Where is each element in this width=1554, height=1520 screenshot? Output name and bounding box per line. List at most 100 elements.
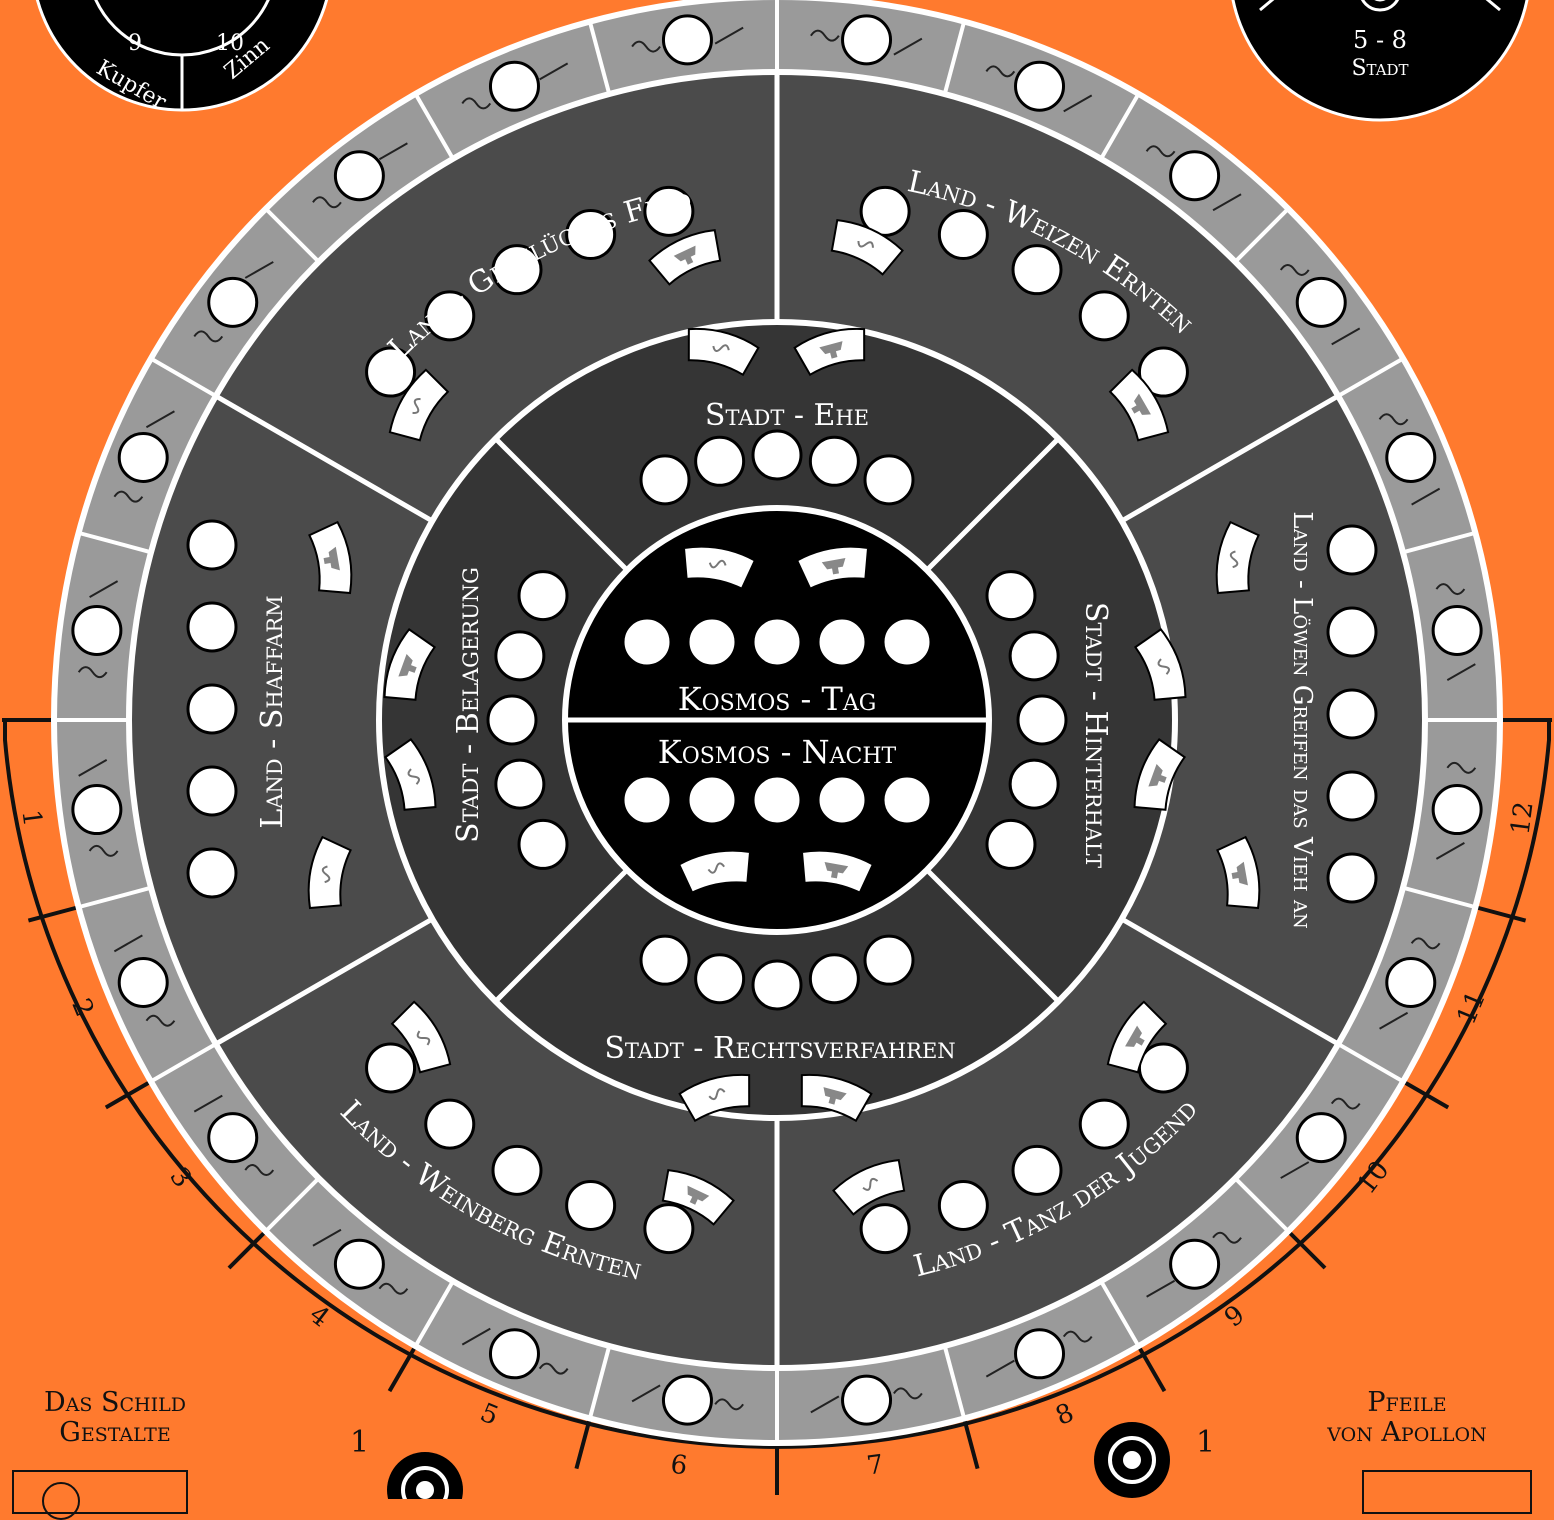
stadt-ehe-space[interactable] [753,431,801,479]
bottom-marker-right: 1 [1094,1422,1215,1498]
outer-track-space[interactable] [1297,1114,1345,1162]
outer-track-space[interactable] [335,152,383,200]
outer-track-space[interactable] [1171,1240,1219,1288]
land-loewen-label: Land - Löwen Greifen das Vieh an [1287,511,1317,928]
bottom-marker-left-label: 1 [350,1425,369,1460]
track-tick [576,1418,589,1468]
land-weinberg-space[interactable] [493,1146,541,1194]
stadt-rechtsverfahren-space[interactable] [753,961,801,1009]
stadt-rechtsverfahren-space[interactable] [696,955,744,1003]
stadt-belagerung-space[interactable] [488,696,536,744]
stadt-wheel-range: 5 - 8 [1353,26,1407,54]
track-tick [1139,1346,1165,1391]
land-weinberg-space[interactable] [367,1044,415,1092]
land-weizen-space[interactable] [1080,292,1128,340]
stadt-ehe-space[interactable] [865,456,913,504]
land-loewen-space[interactable] [1328,854,1376,902]
outer-track-space[interactable] [73,786,121,834]
outer-track-space[interactable] [73,606,121,654]
stadt-hinterhalt-space[interactable] [1010,632,1058,680]
outer-track-space[interactable] [1433,606,1481,654]
land-weinberg-space[interactable] [426,1100,474,1148]
kosmos-day-space[interactable] [883,618,931,666]
stadt-hinterhalt-space[interactable] [1010,760,1058,808]
outer-track-space[interactable] [209,278,257,326]
stadt-ehe-space[interactable] [810,437,858,485]
shield-title-line2: Gestalte [0,1418,230,1448]
land-weizen-space[interactable] [1013,246,1061,294]
land-loewen-space[interactable] [1328,608,1376,656]
stadt-ehe-space[interactable] [641,456,689,504]
land-loewen-space[interactable] [1328,526,1376,574]
round-track-label: 6 [669,1450,689,1482]
kosmos-day-label: Kosmos - Tag [678,680,877,718]
land-tanz-space[interactable] [1013,1146,1061,1194]
outer-track-space[interactable] [490,1330,538,1378]
outer-track-space[interactable] [119,433,167,481]
shield-title: Das Schild Gestalte [0,1388,230,1448]
outer-track-space[interactable] [663,1376,711,1424]
stadt-rechtsverfahren-space[interactable] [641,936,689,984]
land-weinberg-space[interactable] [645,1205,693,1253]
outer-track-space[interactable] [335,1240,383,1288]
land-shaffarm-label: Land - Shaffarm [255,595,290,828]
round-track-label: 7 [865,1450,885,1482]
outer-track-space[interactable] [1297,278,1345,326]
shield-card-slot [12,1470,188,1514]
stadt-rechtsverfahren-space[interactable] [810,955,858,1003]
stadt-wheel-label: Stadt [1351,56,1408,81]
zinn-value: 10 [216,31,244,56]
stadt-wheel: 5 - 8 Stadt [1230,0,1530,120]
kosmos-night-space[interactable] [818,776,866,824]
outer-track-space[interactable] [843,16,891,64]
stadt-rechtsverfahren-label: Stadt - Rechtsverfahren [604,1031,955,1066]
outer-track-space[interactable] [209,1114,257,1162]
outer-track-space[interactable] [1016,1330,1064,1378]
land-tanz-space[interactable] [939,1181,987,1229]
kosmos-night-space[interactable] [623,776,671,824]
kosmos-day-space[interactable] [753,618,801,666]
shield-icon [42,1482,80,1520]
outer-track-space[interactable] [843,1376,891,1424]
outer-track-space[interactable] [1387,959,1435,1007]
stadt-hinterhalt-space[interactable] [1018,696,1066,744]
land-shaffarm-space[interactable] [188,521,236,569]
stadt-rechtsverfahren-space[interactable] [865,936,913,984]
outer-track-space[interactable] [1171,152,1219,200]
bottom-marker-left: 1 [350,1425,463,1499]
kosmos-day-space[interactable] [688,618,736,666]
kupfer-value: 9 [128,31,142,56]
outer-track-space[interactable] [663,16,711,64]
land-shaffarm-space[interactable] [188,685,236,733]
land-shaffarm-space[interactable] [188,767,236,815]
kosmos-night-space[interactable] [883,776,931,824]
round-track-label: 5 [476,1398,503,1432]
kosmos-night-space[interactable] [753,776,801,824]
land-loewen-space[interactable] [1328,690,1376,738]
land-shaffarm-space[interactable] [188,603,236,651]
outer-track-space[interactable] [1387,433,1435,481]
outer-track-space[interactable] [1016,62,1064,110]
stadt-hinterhalt-label: Stadt - Hinterhalt [1078,602,1113,868]
stadt-hinterhalt-space[interactable] [987,820,1035,868]
stadt-belagerung-space[interactable] [496,632,544,680]
stadt-belagerung-space[interactable] [519,572,567,620]
land-tanz-space[interactable] [861,1205,909,1253]
kosmos-day-space[interactable] [818,618,866,666]
track-tick [390,1346,416,1391]
stadt-belagerung-space[interactable] [519,820,567,868]
kosmos-night-space[interactable] [688,776,736,824]
outer-track-space[interactable] [1433,786,1481,834]
kosmos-day-space[interactable] [623,618,671,666]
land-weinberg-space[interactable] [567,1181,615,1229]
stadt-ehe-space[interactable] [696,437,744,485]
outer-track-space[interactable] [119,959,167,1007]
stadt-hinterhalt-space[interactable] [987,572,1035,620]
stadt-belagerung-label: Stadt - Belagerung [451,567,486,843]
stadt-belagerung-space[interactable] [496,760,544,808]
land-shaffarm-space[interactable] [188,849,236,897]
land-loewen-space[interactable] [1328,772,1376,820]
outer-track-space[interactable] [490,62,538,110]
land-tanz-space[interactable] [1080,1100,1128,1148]
